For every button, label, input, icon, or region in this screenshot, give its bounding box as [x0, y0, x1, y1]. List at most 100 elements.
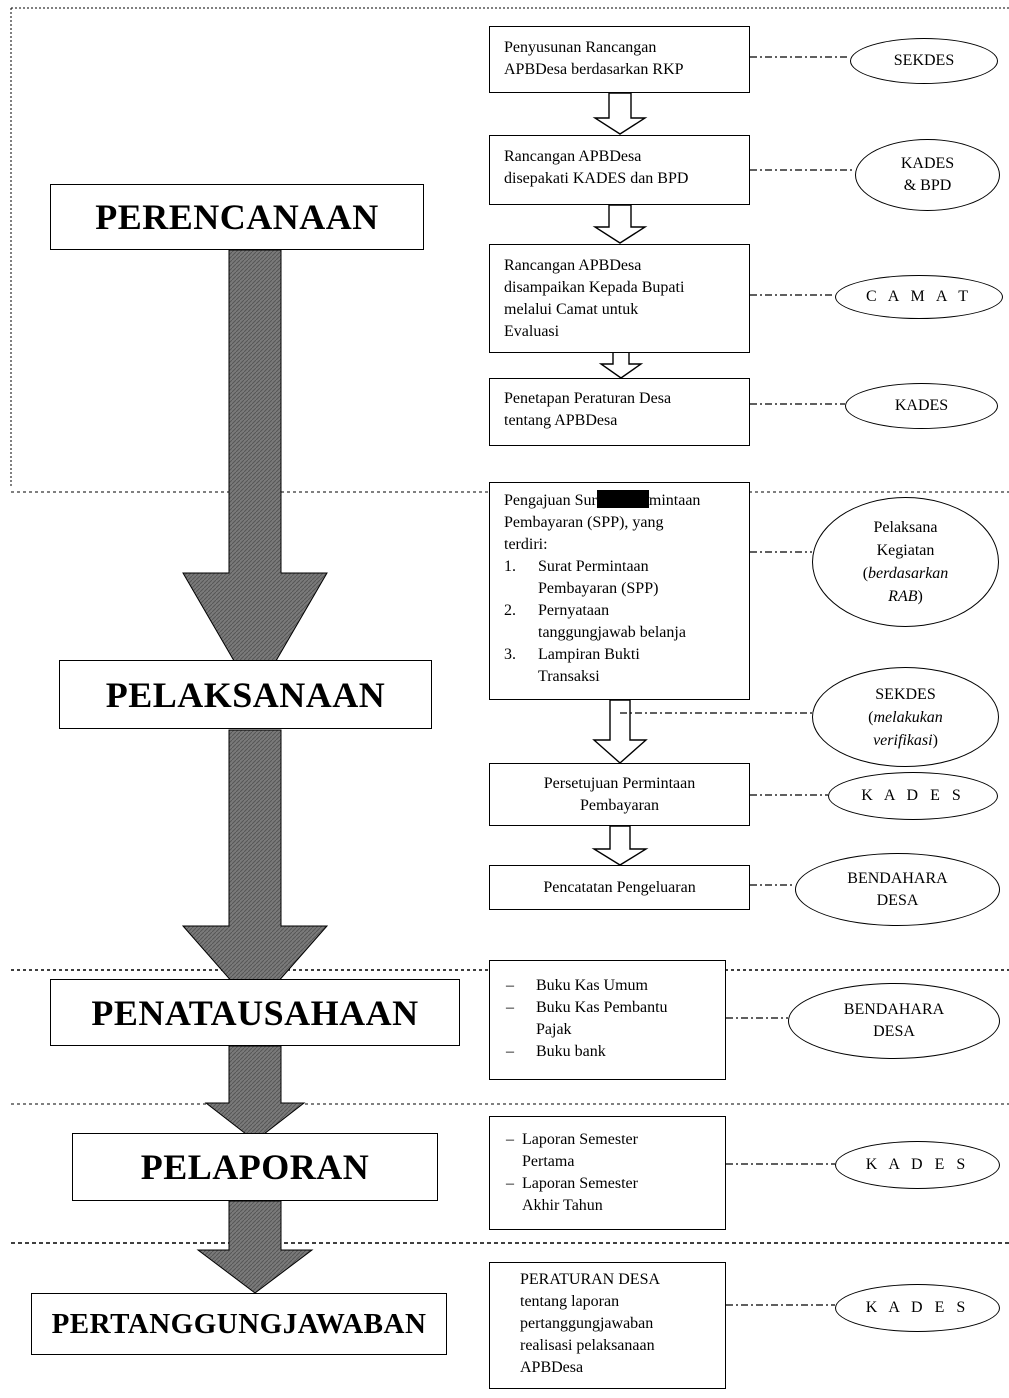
- step-rancangan-disampaikan: Rancangan APBDesa disampaikan Kepada Bup…: [489, 244, 750, 353]
- step-text-line: Rancangan APBDesa: [504, 257, 642, 274]
- phase-perencanaan-label: PERENCANAAN: [95, 197, 379, 237]
- list-number: 2.: [504, 602, 516, 619]
- list-item-line: Transaksi: [538, 668, 600, 685]
- step-arrow-2: [592, 204, 648, 244]
- step-text-line: Pencatatan Pengeluaran: [543, 878, 696, 896]
- step-text-line: tentang APBDesa: [504, 412, 618, 429]
- step-pencatatan-pengeluaran: Pencatatan Pengeluaran: [489, 865, 750, 910]
- step-persetujuan-permintaan: Persetujuan Permintaan Pembayaran: [489, 763, 750, 826]
- phase-pelaksanaan: PELAKSANAAN: [59, 660, 432, 729]
- actor-label: DESA: [876, 891, 919, 909]
- actor-label: K A D E S: [861, 787, 965, 804]
- actor-label: & BPD: [903, 177, 952, 194]
- actor-label-italic: RAB: [888, 588, 918, 605]
- step-text-fragment: mintaan: [648, 492, 701, 509]
- step-text-line: APBDesa: [520, 1359, 584, 1376]
- actor-label: SEKDES: [875, 685, 936, 703]
- list-item: –Buku bank: [504, 1041, 711, 1063]
- list-dash: –: [506, 1131, 514, 1148]
- list-number: 1.: [504, 558, 516, 575]
- step-penyusunan-rancangan: Penyusunan Rancangan APBDesa berdasarkan…: [489, 26, 750, 93]
- step-text-line: melalui Camat untuk: [504, 301, 639, 318]
- step-text-line: Penyusunan Rancangan: [504, 39, 657, 56]
- actor-kades-bpd: KADES & BPD: [855, 139, 1000, 211]
- actor-camat: C A M A T: [835, 275, 1003, 319]
- list-item-line: Laporan Semester: [522, 1175, 638, 1192]
- actor-label-fragment: (: [862, 565, 869, 582]
- actor-label: K A D E S: [865, 1156, 970, 1173]
- actor-sekdes: SEKDES: [850, 38, 998, 84]
- phase-pelaporan: PELAPORAN: [72, 1133, 438, 1201]
- actor-label-italic: verifikasi: [873, 731, 933, 749]
- list-item-line: Buku Kas Umum: [536, 977, 648, 994]
- step-text-line: pertanggungjawaban: [520, 1315, 654, 1332]
- list-item-line: Lampiran Bukti: [538, 646, 640, 663]
- step-text-line: realisasi pelaksanaan: [520, 1337, 655, 1354]
- step-text-line: APBDesa berdasarkan RKP: [504, 61, 684, 78]
- phase-perencanaan: PERENCANAAN: [50, 184, 424, 250]
- list-number: 3.: [504, 646, 516, 663]
- actor-label: (berdasarkan: [863, 562, 949, 585]
- actor-label: BENDAHARA: [847, 869, 948, 887]
- redaction-block: [596, 490, 649, 508]
- list-item-line: Surat Permintaan: [538, 558, 649, 575]
- step-text-line: disampaikan Kepada Bupati: [504, 279, 685, 296]
- list-item-line: Pernyataan: [538, 602, 610, 619]
- phase-arrow-pelaporan-to-pertanggungjawaban: [196, 1200, 314, 1294]
- step-arrow-4: [592, 699, 648, 764]
- actor-label: KADES: [894, 397, 949, 414]
- step-text-line: PERATURAN DESA: [520, 1271, 661, 1288]
- step-peraturan-desa-laporan: PERATURAN DESA tentang laporan pertanggu…: [489, 1262, 726, 1389]
- actor-label-fragment: ): [932, 731, 938, 749]
- actor-label: verifikasi): [873, 729, 938, 752]
- actor-label-fragment: ): [917, 588, 923, 605]
- phase-pertanggungjawaban: PERTANGGUNGJAWABAN: [31, 1293, 447, 1355]
- actor-label: KADES: [900, 155, 955, 172]
- actor-kades-pelaporan: K A D E S: [835, 1141, 1000, 1189]
- actor-label-italic: melakukan: [873, 708, 943, 726]
- list-item-line: Buku Kas Pembantu: [536, 999, 668, 1016]
- step-arrow-1: [592, 92, 648, 135]
- step-text-line: Persetujuan Permintaan: [543, 774, 696, 792]
- actor-kades-persetujuan: K A D E S: [828, 772, 998, 820]
- actor-label: BENDAHARA: [843, 1001, 945, 1018]
- step-text-line: Pembayaran: [579, 796, 660, 814]
- list-item-line: Akhir Tahun: [522, 1197, 603, 1214]
- actor-sekdes-verifikasi: SEKDES (melakukan verifikasi): [812, 667, 999, 767]
- phase-penatausahaan-label: PENATAUSAHAAN: [91, 992, 419, 1033]
- step-text-line: terdiri:: [504, 536, 548, 553]
- actor-label: SEKDES: [893, 52, 955, 69]
- step-text-line: Evaluasi: [504, 323, 560, 340]
- step-text-fragment: Pengajuan Sur: [504, 492, 597, 509]
- step-text-line: Rancangan APBDesa: [504, 148, 642, 165]
- actor-kades-pertanggungjawaban: K A D E S: [835, 1284, 1000, 1332]
- actor-label: DESA: [873, 1023, 915, 1040]
- phase-penatausahaan: PENATAUSAHAAN: [50, 979, 460, 1046]
- actor-label: C A M A T: [866, 288, 972, 305]
- list-item-line: Pajak: [536, 1021, 572, 1038]
- actor-label: Kegiatan: [876, 542, 935, 559]
- phase-arrow-pelaksanaan-to-penatausahaan: [181, 729, 329, 1009]
- actor-label: Pelaksana: [873, 519, 938, 536]
- actor-label: (melakukan: [868, 706, 943, 729]
- phase-arrow-perencanaan-to-pelaksanaan: [182, 249, 328, 698]
- actor-pelaksana-kegiatan: Pelaksana Kegiatan (berdasarkan RAB): [812, 497, 999, 627]
- list-dash: –: [506, 1175, 514, 1192]
- phase-pelaksanaan-label: PELAKSANAAN: [105, 674, 386, 715]
- step-text-line: disepakati KADES dan BPD: [504, 170, 689, 187]
- list-item-line: Buku bank: [536, 1043, 606, 1060]
- list-item-line: Laporan Semester: [522, 1131, 638, 1148]
- actor-bendahara-penatausahaan: BENDAHARA DESA: [788, 983, 1000, 1059]
- list-dash: –: [506, 999, 514, 1016]
- step-arrow-5: [591, 825, 649, 866]
